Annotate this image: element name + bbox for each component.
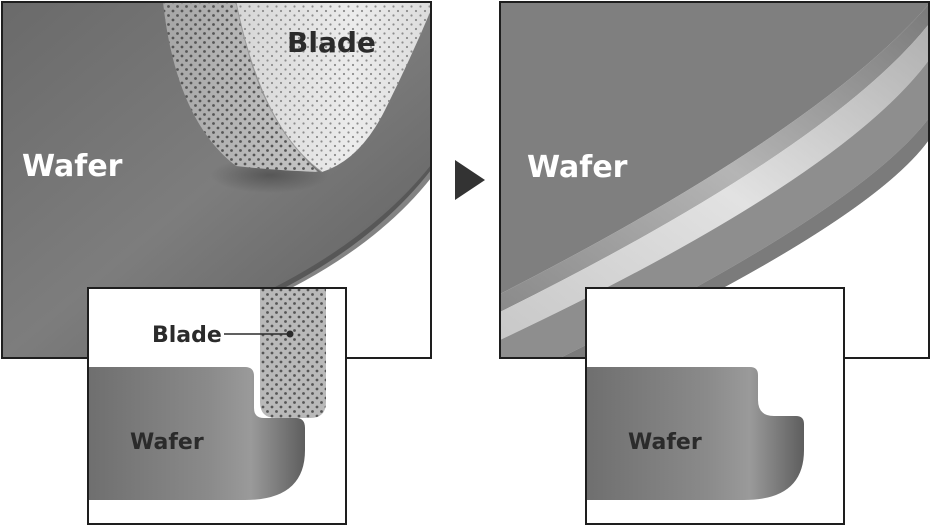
inset-wafer-label-after: Wafer [628, 430, 702, 455]
inset-wafer-cross-section [89, 367, 305, 500]
after-inset-panel: Wafer [585, 287, 845, 525]
after-wafer-outer-ring [500, 60, 929, 358]
inset-blade-label: Blade [152, 323, 222, 348]
inset-wafer-label-before: Wafer [130, 430, 204, 455]
before-inset-panel: Blade Wafer [87, 287, 347, 525]
before-blade-label: Blade [287, 26, 376, 59]
inset-wafer-cut-cross-section [587, 367, 804, 500]
blade-leader-dot [286, 330, 294, 338]
before-wafer-label: Wafer [22, 149, 123, 184]
before-main-panel: Wafer Blade [1, 1, 432, 359]
after-wafer-label: Wafer [527, 150, 628, 185]
right-triangle-arrow-icon [455, 160, 485, 200]
groove-channel [500, 24, 929, 340]
groove-outer-band [500, 4, 929, 312]
